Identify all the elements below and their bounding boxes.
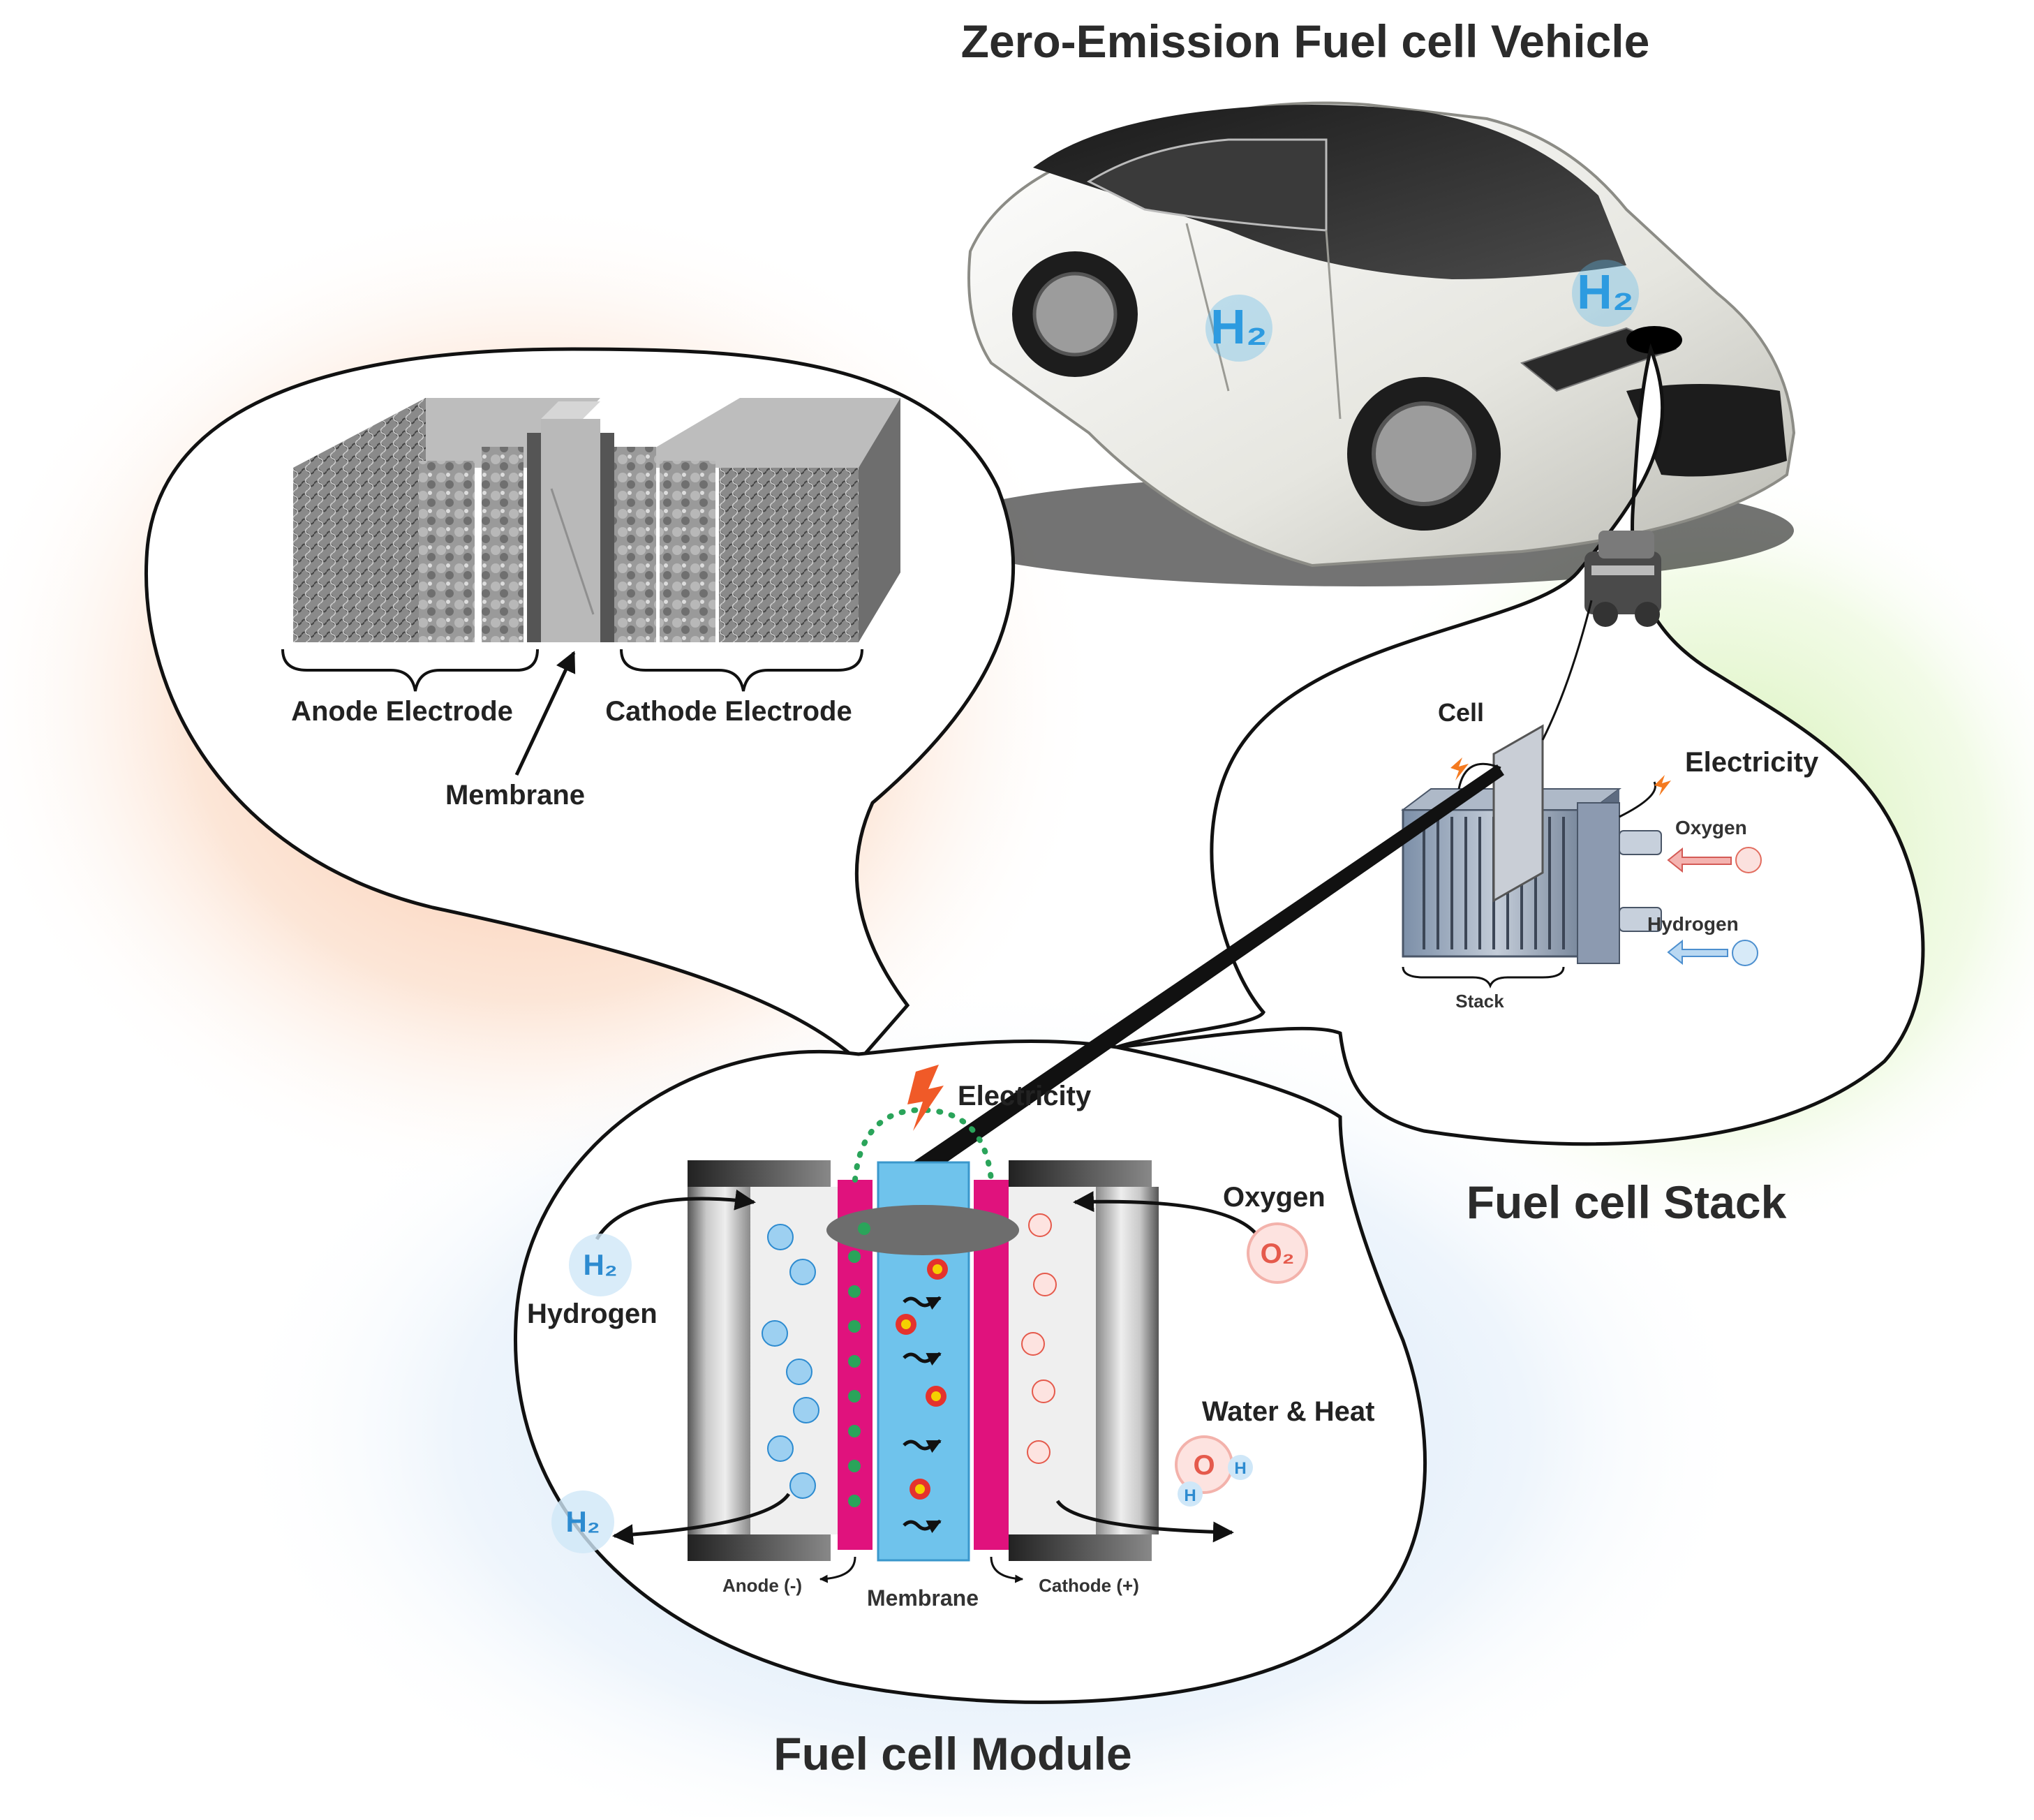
anode-top-bar — [688, 1160, 831, 1187]
cathode-bottom-bar — [1009, 1534, 1152, 1561]
protons — [896, 1259, 948, 1500]
anode-pointer — [819, 1556, 856, 1583]
cathode-electrode-block — [719, 468, 859, 642]
electrode-3d-block — [293, 398, 900, 642]
hydrogen-decal-label: H₂ — [1577, 265, 1634, 319]
module-membrane-label: Membrane — [867, 1585, 979, 1611]
stack-label: Stack — [1455, 991, 1504, 1012]
hydrogen-inflow-arrow — [595, 1189, 756, 1241]
water-hydrogen-atom: H — [1184, 1486, 1196, 1505]
membrane-label: Membrane — [445, 780, 585, 811]
hydrogen-port — [1619, 907, 1662, 932]
module-spark-icon — [907, 1065, 944, 1131]
cathode-channel — [1009, 1187, 1096, 1534]
stack-wire — [1457, 762, 1501, 790]
proton-flow-arrows — [903, 1296, 942, 1533]
water-heat-label: Water & Heat — [1202, 1396, 1374, 1427]
module-oxygen-label: Oxygen — [1223, 1182, 1326, 1213]
spark-icon — [1654, 775, 1671, 796]
zoom-connector — [907, 764, 1504, 1180]
water-oxygen-atom: O — [1193, 1450, 1215, 1481]
anode-bottom-bar — [688, 1534, 831, 1561]
hydrogen-output-molecule-label: H₂ — [566, 1505, 600, 1538]
hydrogen-input-molecule-label: H₂ — [584, 1248, 618, 1281]
stack-title: Fuel cell Stack — [1467, 1176, 1787, 1228]
oxygen-molecule-icon — [1735, 847, 1762, 873]
electron-circuit — [852, 1107, 994, 1183]
water-outflow-arrow — [1055, 1500, 1234, 1543]
cathode-oxygen-molecules — [1021, 1213, 1057, 1464]
car-zoom-hole — [1626, 326, 1682, 354]
car-rear-rim — [1032, 272, 1118, 357]
water-molecule: O H H — [1175, 1435, 1253, 1507]
cathode-pointer — [990, 1556, 1024, 1583]
anode-plate — [688, 1187, 750, 1534]
hydrogen-outflow-arrow — [612, 1493, 791, 1546]
hydrogen-decal: H₂ — [1572, 260, 1639, 327]
stack-illustration — [1401, 531, 1762, 989]
membrane-zoom-cap — [826, 1205, 1019, 1255]
electrons — [848, 1222, 870, 1507]
cathode-top-bar — [1009, 1160, 1152, 1187]
stack-hydrogen-label: Hydrogen — [1647, 913, 1739, 935]
hydrogen-output-molecule: H₂ — [551, 1490, 614, 1553]
car-front-rim — [1372, 401, 1476, 506]
stack-oxygen-label: Oxygen — [1675, 817, 1747, 838]
hydrogen-inflow-arrow — [1667, 939, 1728, 966]
module-cathode-label: Cathode (+) — [1039, 1575, 1139, 1596]
car-grille — [1626, 384, 1787, 477]
water-hydrogen-atom: H — [1234, 1459, 1246, 1478]
module-anode-label: Anode (-) — [722, 1575, 802, 1596]
module-hydrogen-label: Hydrogen — [527, 1299, 658, 1329]
hydrogen-input-molecule: H₂ — [569, 1234, 632, 1296]
single-cell-plate — [1492, 724, 1544, 903]
cell-label: Cell — [1438, 698, 1484, 727]
cathode-plate — [1096, 1187, 1159, 1534]
anode-electrode-label: Anode Electrode — [291, 696, 513, 727]
stack-wire-motor — [1541, 600, 1593, 741]
membrane-block — [541, 401, 600, 419]
fuel-cell-module: H₂ H₂ O₂ O H H — [551, 1065, 1308, 1583]
oxygen-port — [1619, 830, 1662, 855]
stack-electricity-label: Electricity — [1685, 747, 1819, 778]
vehicle-title: Zero-Emission Fuel cell Vehicle — [961, 15, 1650, 67]
motor-icon — [1584, 531, 1661, 627]
cathode-brace — [620, 649, 863, 692]
cathode-electrode-label: Cathode Electrode — [605, 696, 852, 727]
membrane-pointer-arrow — [514, 651, 576, 776]
hydrogen-decal: H₂ — [1205, 295, 1272, 362]
anode-hydrogen-molecules — [762, 1224, 819, 1499]
module-electricity-label: Electricity — [958, 1081, 1092, 1111]
car-illustration: H₂ H₂ — [928, 101, 1796, 586]
oxygen-input-molecule-label: O₂ — [1261, 1238, 1295, 1269]
spark-icon — [1450, 757, 1469, 780]
oxygen-input-molecule: O₂ — [1247, 1222, 1308, 1284]
car-side-windows — [1086, 138, 1328, 232]
module-title: Fuel cell Module — [773, 1728, 1131, 1780]
hydrogen-decal-label: H₂ — [1210, 299, 1268, 354]
anode-brace — [281, 649, 539, 692]
car-door-line — [1185, 223, 1342, 420]
stack-brace — [1402, 966, 1565, 989]
oxygen-inflow-arrow — [1667, 847, 1732, 873]
hydrogen-molecule-icon — [1732, 940, 1758, 966]
oxygen-inflow-arrow — [1073, 1191, 1262, 1241]
